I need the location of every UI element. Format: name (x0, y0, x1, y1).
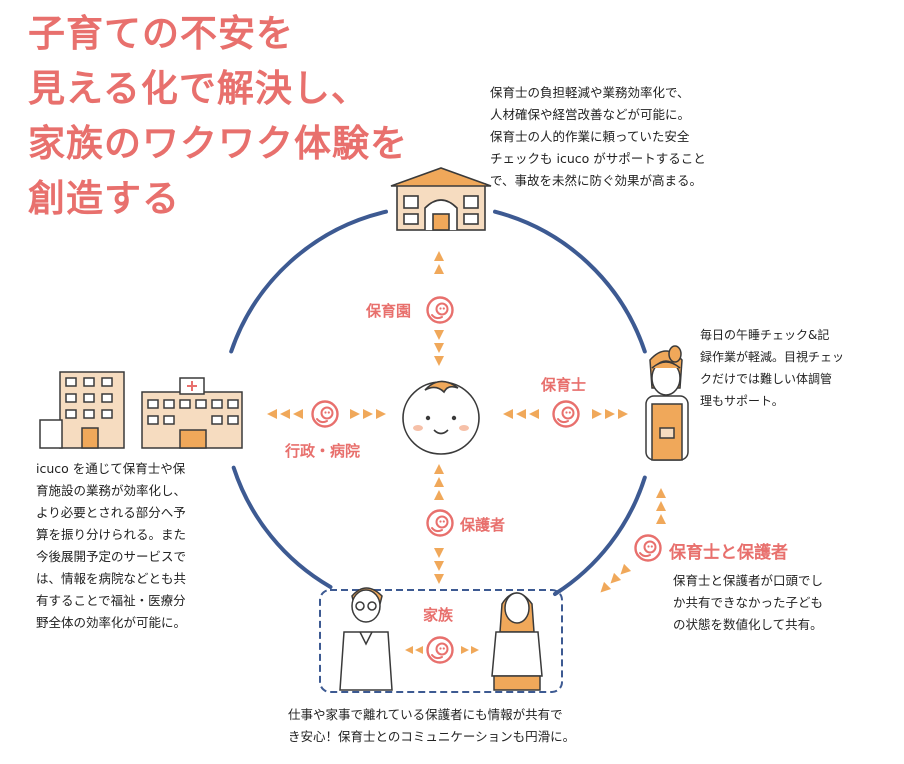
nurse-guardian-description: 保育士と保護者が口頭でし か共有できなかった子ども の状態を数値化して共有。 (673, 573, 824, 632)
headline-line-2: 見える化で解決し、 (28, 67, 369, 110)
nurse-woman-icon (645, 345, 689, 461)
cycle-ring (229, 209, 647, 596)
logo-icon-government (311, 400, 339, 428)
label-government: 行政・病院 (285, 442, 361, 460)
logo-icon-family (426, 636, 454, 664)
label-family: 家族 (423, 606, 454, 624)
headline: 子育ての不安を 見える化で解決し、 家族のワクワク体験を 創造する (28, 6, 408, 226)
office-building-icon (39, 371, 125, 449)
nurse-description: 毎日の午睡チェック&記 録作業が軽減。目視チェッ クだけでは難しい体調管 理もサ… (700, 328, 845, 408)
mother-woman-icon (491, 592, 543, 691)
label-nurse: 保育士 (541, 376, 587, 394)
logo-icon-nurse (552, 400, 580, 428)
family-description: 仕事や家事で離れている保護者にも情報が共有で き安心！保育士とのコミュニケーショ… (288, 707, 576, 744)
hospital-building-icon (141, 377, 243, 449)
family-box (319, 589, 563, 693)
nursery-building-icon (390, 167, 492, 231)
logo-icon-guardian (426, 509, 454, 537)
arrows-nursery-center (434, 251, 444, 366)
label-nurse-guardian: 保育士と保護者 (669, 543, 788, 563)
government-description: icuco を通じて保育士や保 育施設の業務が効率化し、 より必要とされる部分へ… (36, 461, 187, 630)
label-guardian: 保護者 (460, 516, 506, 534)
arrows-family (405, 646, 479, 654)
logo-icon-nurse-guardian (634, 534, 662, 562)
nursery-description: 保育士の負担軽減や業務効率化で、 人材確保や経営改善などが可能に。 保育士の人的… (490, 85, 706, 188)
headline-line-3: 家族のワクワク体験を (28, 122, 408, 165)
arrows-center-guardian (434, 464, 444, 584)
father-man-icon (339, 587, 393, 691)
headline-line-4: 創造する (28, 177, 180, 220)
label-nursery: 保育園 (366, 302, 412, 320)
headline-line-1: 子育ての不安を (28, 12, 294, 55)
baby-face-icon (402, 380, 480, 455)
logo-icon-nursery (426, 296, 454, 324)
arrows-nurse-family (596, 488, 666, 597)
